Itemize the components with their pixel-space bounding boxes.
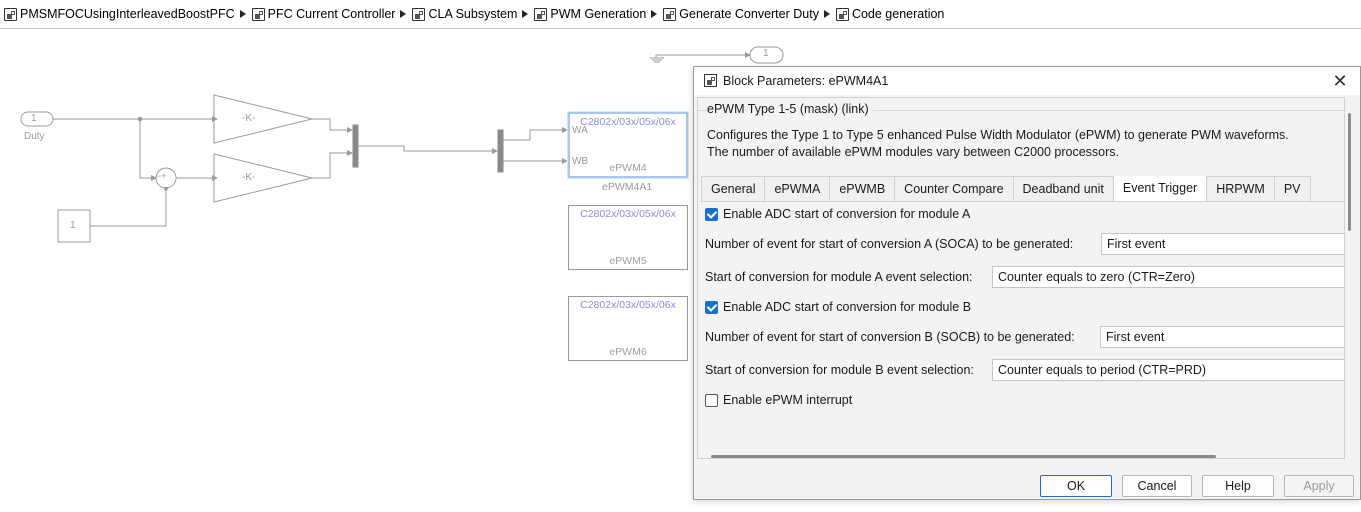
breadcrumb-item[interactable]: PWM Generation [534, 7, 646, 21]
close-icon[interactable]: ✕ [1332, 71, 1348, 91]
gain-1-label: -K- [242, 113, 256, 124]
cancel-button[interactable]: Cancel [1122, 475, 1192, 497]
port-wa-label: WA [572, 125, 588, 136]
block-parameters-dialog[interactable]: Block Parameters: ePWM4A1 ✕ ePWM Type 1-… [693, 66, 1361, 500]
soca-select-row: Start of conversion for module A event s… [698, 266, 1344, 288]
subsystem-icon [835, 7, 849, 21]
enable-soca-label: Enable ADC start of conversion for modul… [723, 207, 971, 221]
chevron-right-icon [400, 10, 407, 18]
enable-socb-checkbox[interactable] [705, 300, 718, 314]
outport-number: 1 [763, 48, 769, 59]
soca-select-label: Start of conversion for module A event s… [705, 270, 973, 284]
epwm5-block[interactable]: C2802x/03x/05x/06x ePWM5 [568, 205, 688, 270]
tab-general[interactable]: General [701, 176, 766, 201]
chevron-right-icon [651, 10, 658, 18]
epwm4-name: ePWM4 [609, 162, 647, 174]
model-icon [4, 7, 17, 21]
breadcrumb-item[interactable]: PFC Current Controller [251, 7, 395, 21]
tab-epwma[interactable]: ePWMA [764, 176, 831, 201]
dialog-titlebar[interactable]: Block Parameters: ePWM4A1 ✕ [694, 67, 1360, 95]
gain-block-2[interactable] [213, 153, 313, 203]
enable-socb-label: Enable ADC start of conversion for modul… [723, 300, 972, 314]
vertical-scrollbar[interactable] [1348, 113, 1351, 231]
socb-count-row: Number of event for start of conversion … [698, 326, 1344, 348]
epwm6-title: C2802x/03x/05x/06x [580, 299, 676, 311]
enable-interrupt-label: Enable ePWM interrupt [723, 393, 853, 407]
epwm5-name: ePWM5 [609, 255, 647, 267]
horizontal-scrollbar[interactable] [711, 455, 1216, 458]
breadcrumb-item[interactable]: PMSMFOCUsingInterleavedBoostPFC [4, 7, 235, 21]
tab-event-trigger[interactable]: Event Trigger [1112, 176, 1208, 201]
sum-signs: −+ [156, 171, 167, 181]
tab-epwmb[interactable]: ePWMB [829, 176, 896, 201]
tab-pwm-overflow[interactable]: PV [1273, 176, 1311, 201]
socb-count-dropdown[interactable]: First event [1100, 326, 1344, 348]
apply-button[interactable]: Apply [1284, 475, 1354, 497]
soca-count-row: Number of event for start of conversion … [698, 233, 1344, 255]
model-canvas[interactable]: 1 Duty 1 -K- -K- −+ 1 C2802x/03x/05x/06x… [4, 30, 1361, 512]
mask-type-label[interactable]: ePWM Type 1-5 (mask) (link) [707, 102, 873, 116]
tab-counter-compare[interactable]: Counter Compare [894, 176, 1014, 201]
tab-deadband-unit[interactable]: Deadband unit [1012, 176, 1114, 201]
chevron-right-icon [522, 10, 529, 18]
enable-interrupt-row: Enable ePWM interrupt [698, 389, 1344, 411]
subsystem-icon [534, 7, 548, 21]
subsystem-icon [251, 7, 265, 21]
soca-select-dropdown[interactable]: Counter equals to zero (CTR=Zero) [992, 266, 1344, 288]
help-button[interactable]: Help [1202, 475, 1274, 497]
subsystem-icon [412, 7, 426, 21]
enable-interrupt-checkbox[interactable] [705, 393, 718, 407]
tab-hrpwm[interactable]: HRPWM [1206, 176, 1275, 201]
constant-block[interactable] [57, 209, 91, 243]
inport-label: Duty [24, 131, 45, 142]
chevron-right-icon [239, 10, 246, 18]
epwm4-title: C2802x/03x/05x/06x [580, 116, 676, 128]
parameter-tabs: General ePWMA ePWMB Counter Compare Dead… [701, 176, 1344, 202]
epwm4-block[interactable]: C2802x/03x/05x/06x WA WB ePWM4 [568, 112, 688, 178]
soca-count-dropdown[interactable]: First event [1101, 233, 1344, 255]
socb-select-dropdown[interactable]: Counter equals to period (CTR=PRD) [992, 359, 1344, 381]
soca-count-label: Number of event for start of conversion … [705, 237, 1074, 251]
breadcrumb-item[interactable]: CLA Subsystem [412, 7, 517, 21]
duty-inport[interactable] [20, 111, 54, 127]
demux-block[interactable] [497, 129, 504, 173]
enable-soca-row: Enable ADC start of conversion for modul… [698, 203, 1344, 225]
epwm4-caption: ePWM4A1 [602, 181, 653, 193]
breadcrumb: PMSMFOCUsingInterleavedBoostPFC PFC Curr… [0, 0, 1361, 29]
dialog-body: ePWM Type 1-5 (mask) (link) Configures t… [697, 97, 1345, 459]
epwm5-title: C2802x/03x/05x/06x [580, 208, 676, 220]
socb-select-row: Start of conversion for module B event s… [698, 359, 1344, 381]
inport-number: 1 [31, 113, 37, 124]
mask-divider [698, 110, 1344, 111]
enable-soca-checkbox[interactable] [705, 207, 718, 221]
epwm6-name: ePWM6 [609, 346, 647, 358]
subsystem-icon [663, 7, 677, 21]
socb-select-label: Start of conversion for module B event s… [705, 363, 974, 377]
block-diagram [20, 46, 784, 243]
block-icon [704, 74, 717, 87]
ok-button[interactable]: OK [1040, 475, 1112, 497]
breadcrumb-item[interactable]: Generate Converter Duty [663, 7, 819, 21]
breadcrumb-item[interactable]: Code generation [835, 7, 944, 21]
port-wb-label: WB [572, 156, 589, 167]
mux-block[interactable] [352, 124, 359, 168]
socb-count-label: Number of event for start of conversion … [705, 330, 1075, 344]
gain-block-1[interactable] [213, 94, 313, 144]
dialog-title: Block Parameters: ePWM4A1 [723, 74, 889, 88]
epwm6-block[interactable]: C2802x/03x/05x/06x ePWM6 [568, 296, 688, 361]
block-description: Configures the Type 1 to Type 5 enhanced… [707, 128, 1289, 159]
gain-2-label: -K- [242, 172, 256, 183]
enable-socb-row: Enable ADC start of conversion for modul… [698, 296, 1344, 318]
chevron-right-icon [823, 10, 830, 18]
constant-value: 1 [70, 220, 76, 231]
